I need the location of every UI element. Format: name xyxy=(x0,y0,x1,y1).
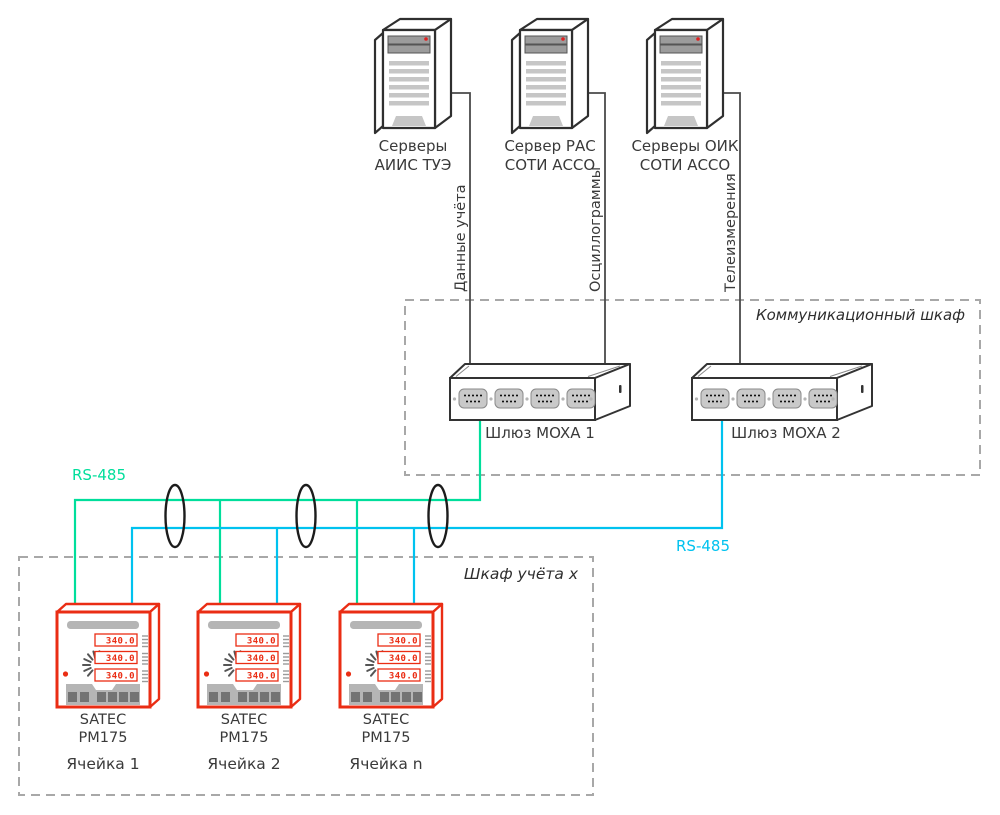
server-label-line1: Серверы ОИК xyxy=(631,137,739,155)
gateway-label-moxa-1: Шлюз MOXA 1 xyxy=(485,424,595,442)
meter-display: 340.0 xyxy=(247,654,276,664)
meter-display: 340.0 xyxy=(106,654,135,664)
cable-bundle-ellipse xyxy=(295,483,317,549)
flow-label-data: Данные учёта xyxy=(453,184,469,292)
server-label-line2: СОТИ АССО xyxy=(639,155,731,174)
server-label-line2: СОТИ АССО xyxy=(504,155,596,174)
server-label-3: Серверы ОИК СОТИ АССО xyxy=(600,137,770,175)
connection-line-data xyxy=(451,92,471,374)
satec-meter-2-icon: 340.0 340.0 340.0 xyxy=(196,602,302,709)
rs485-label-left: RS-485 xyxy=(72,466,126,484)
meter-display: 340.0 xyxy=(247,672,276,682)
server-label-2: Сервер РАС СОТИ АССО xyxy=(465,137,635,175)
gateway-label-moxa-2: Шлюз MOXA 2 xyxy=(731,424,841,442)
cell-label-1: Ячейка 1 xyxy=(66,755,140,773)
meter-model: PM175 xyxy=(219,730,269,747)
meter-display: 340.0 xyxy=(389,672,418,682)
meter-label-1: SATEC PM175 xyxy=(43,711,163,747)
metering-cabinet-box xyxy=(18,556,594,796)
flow-label-telemetry: Телеизмерения xyxy=(723,173,739,293)
rs485-label-right: RS-485 xyxy=(676,537,730,555)
satec-meter-n-icon: 340.0 340.0 340.0 xyxy=(338,602,444,709)
meter-display: 340.0 xyxy=(247,637,276,647)
meter-model: PM175 xyxy=(78,730,128,747)
comm-cabinet-box xyxy=(404,299,981,476)
moxa-gateway-1-icon xyxy=(450,364,630,420)
connection-line-oscillograms xyxy=(588,92,606,374)
server-label-line1: Серверы xyxy=(378,137,448,155)
server-label-line2: АИИС ТУЭ xyxy=(374,155,452,174)
meter-brand: SATEC xyxy=(220,712,268,728)
server-icon-oik-soti-asso xyxy=(645,17,725,135)
meter-display: 340.0 xyxy=(106,637,135,647)
meter-display: 340.0 xyxy=(389,637,418,647)
metering-cabinet-label: Шкаф учёта x xyxy=(463,565,578,583)
rs485-bus-green xyxy=(73,420,482,610)
server-connection-lines xyxy=(451,92,741,374)
server-label-line1: Сервер РАС xyxy=(504,137,596,155)
flow-label-oscillograms: Осциллограммы xyxy=(588,167,604,292)
meter-brand: SATEC xyxy=(362,712,410,728)
meter-model: PM175 xyxy=(361,730,411,747)
cable-bundle-ellipse xyxy=(427,483,449,549)
moxa-gateway-2-icon xyxy=(692,364,872,420)
server-icon-ras-soti-asso xyxy=(510,17,590,135)
meter-display: 340.0 xyxy=(389,654,418,664)
server-label-1: Серверы АИИС ТУЭ xyxy=(328,137,498,175)
server-icon-aiis-tue xyxy=(373,17,453,135)
meter-brand: SATEC xyxy=(79,712,127,728)
cable-bundle-marks xyxy=(164,483,449,549)
meter-display: 340.0 xyxy=(106,672,135,682)
satec-meter-1-icon: 340.0 340.0 340.0 xyxy=(55,602,161,709)
cable-bundle-ellipse xyxy=(164,483,186,549)
rs485-bus-cyan xyxy=(130,420,724,610)
comm-cabinet-label: Коммуникационный шкаф xyxy=(755,306,965,324)
meter-label-3: SATEC PM175 xyxy=(326,711,446,747)
connection-line-telemetry xyxy=(723,92,741,374)
meter-label-2: SATEC PM175 xyxy=(184,711,304,747)
cell-label-n: Ячейка n xyxy=(349,755,423,773)
cell-label-2: Ячейка 2 xyxy=(207,755,281,773)
